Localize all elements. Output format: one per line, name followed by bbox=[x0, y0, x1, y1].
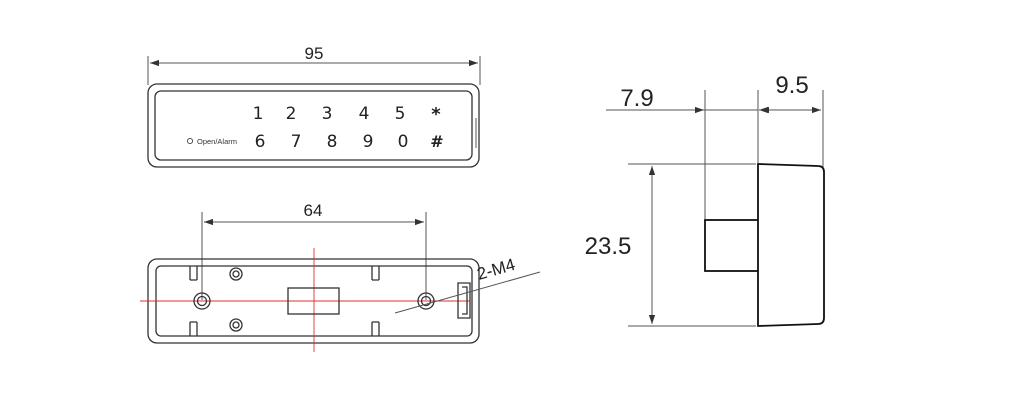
key-8[interactable]: 8 bbox=[327, 132, 338, 152]
key-7[interactable]: 7 bbox=[291, 132, 302, 152]
key-star[interactable]: * bbox=[431, 104, 441, 125]
rear-view: 64 2-M4 bbox=[140, 201, 541, 352]
clip-top-right bbox=[371, 266, 380, 281]
key-9[interactable]: 9 bbox=[363, 132, 374, 152]
clip-top-left bbox=[189, 266, 198, 281]
key-0[interactable]: 0 bbox=[398, 132, 409, 152]
keypad-housing-outer bbox=[147, 83, 480, 168]
front-view: 95 1 2 3 4 5 * 6 7 8 9 0 # Open/Alarm bbox=[147, 44, 481, 168]
spacing-dimension-label: 64 bbox=[304, 201, 323, 220]
key-1[interactable]: 1 bbox=[253, 104, 264, 124]
mounting-hole-left-inner bbox=[196, 295, 208, 307]
mounting-hole-right-outer bbox=[417, 292, 435, 310]
boss-top-left-inner bbox=[232, 270, 240, 278]
height-dimension-label: 23.5 bbox=[585, 233, 632, 260]
key-2[interactable]: 2 bbox=[286, 104, 297, 124]
width-dimension-label: 95 bbox=[305, 44, 324, 63]
depth-rear-label: 9.5 bbox=[775, 72, 808, 99]
boss-bottom-left-outer bbox=[229, 318, 243, 332]
side-latch bbox=[457, 282, 471, 319]
hole-leader-line bbox=[394, 271, 541, 314]
key-6[interactable]: 6 bbox=[255, 132, 266, 152]
key-5[interactable]: 5 bbox=[395, 104, 406, 124]
boss-bottom-left-inner bbox=[232, 321, 240, 329]
key-hash[interactable]: # bbox=[430, 132, 443, 151]
key-4[interactable]: 4 bbox=[359, 104, 370, 124]
key-3[interactable]: 3 bbox=[322, 104, 333, 124]
side-body bbox=[757, 163, 825, 327]
mounting-hole-right-inner bbox=[420, 295, 432, 307]
keypad-housing-inner bbox=[154, 90, 473, 161]
clip-bottom-left bbox=[189, 321, 198, 336]
hole-callout-label: 2-M4 bbox=[475, 255, 517, 284]
side-shaft bbox=[704, 219, 760, 272]
side-view: 7.9 9.5 23.5 bbox=[585, 72, 825, 327]
keypad-row-2: 6 7 8 9 0 # bbox=[255, 132, 444, 152]
boss-top-left-outer bbox=[229, 267, 243, 281]
depth-front-label: 7.9 bbox=[620, 85, 653, 112]
status-led-icon bbox=[186, 137, 194, 145]
mounting-hole-left-outer bbox=[193, 292, 211, 310]
clip-bottom-right bbox=[371, 321, 380, 336]
center-slot bbox=[287, 287, 340, 315]
keypad-row-1: 1 2 3 4 5 * bbox=[253, 104, 442, 125]
indicator-label: Open/Alarm bbox=[197, 137, 237, 146]
